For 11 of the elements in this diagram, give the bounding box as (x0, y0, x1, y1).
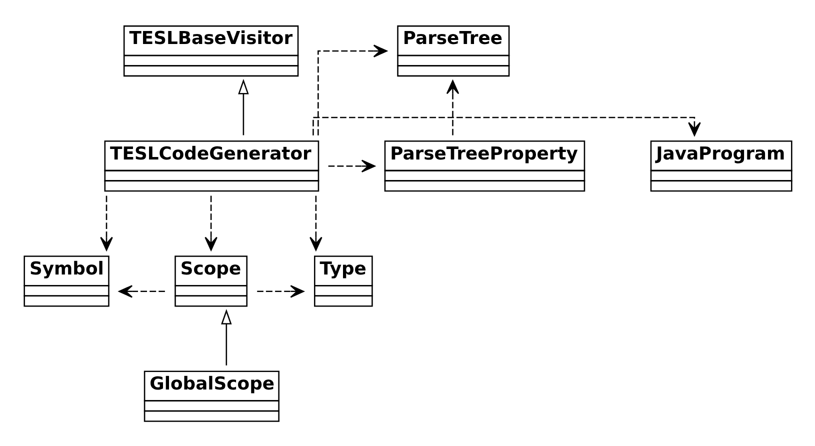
arrow (256, 285, 304, 298)
arrow (204, 196, 217, 251)
arrow (238, 78, 248, 136)
arrow (309, 196, 322, 251)
arrow (312, 116, 700, 136)
arrow (446, 80, 459, 136)
arrow (100, 196, 112, 251)
arrow (220, 309, 232, 366)
arrow (118, 285, 164, 298)
arrow (317, 44, 387, 136)
arrow (328, 160, 375, 172)
